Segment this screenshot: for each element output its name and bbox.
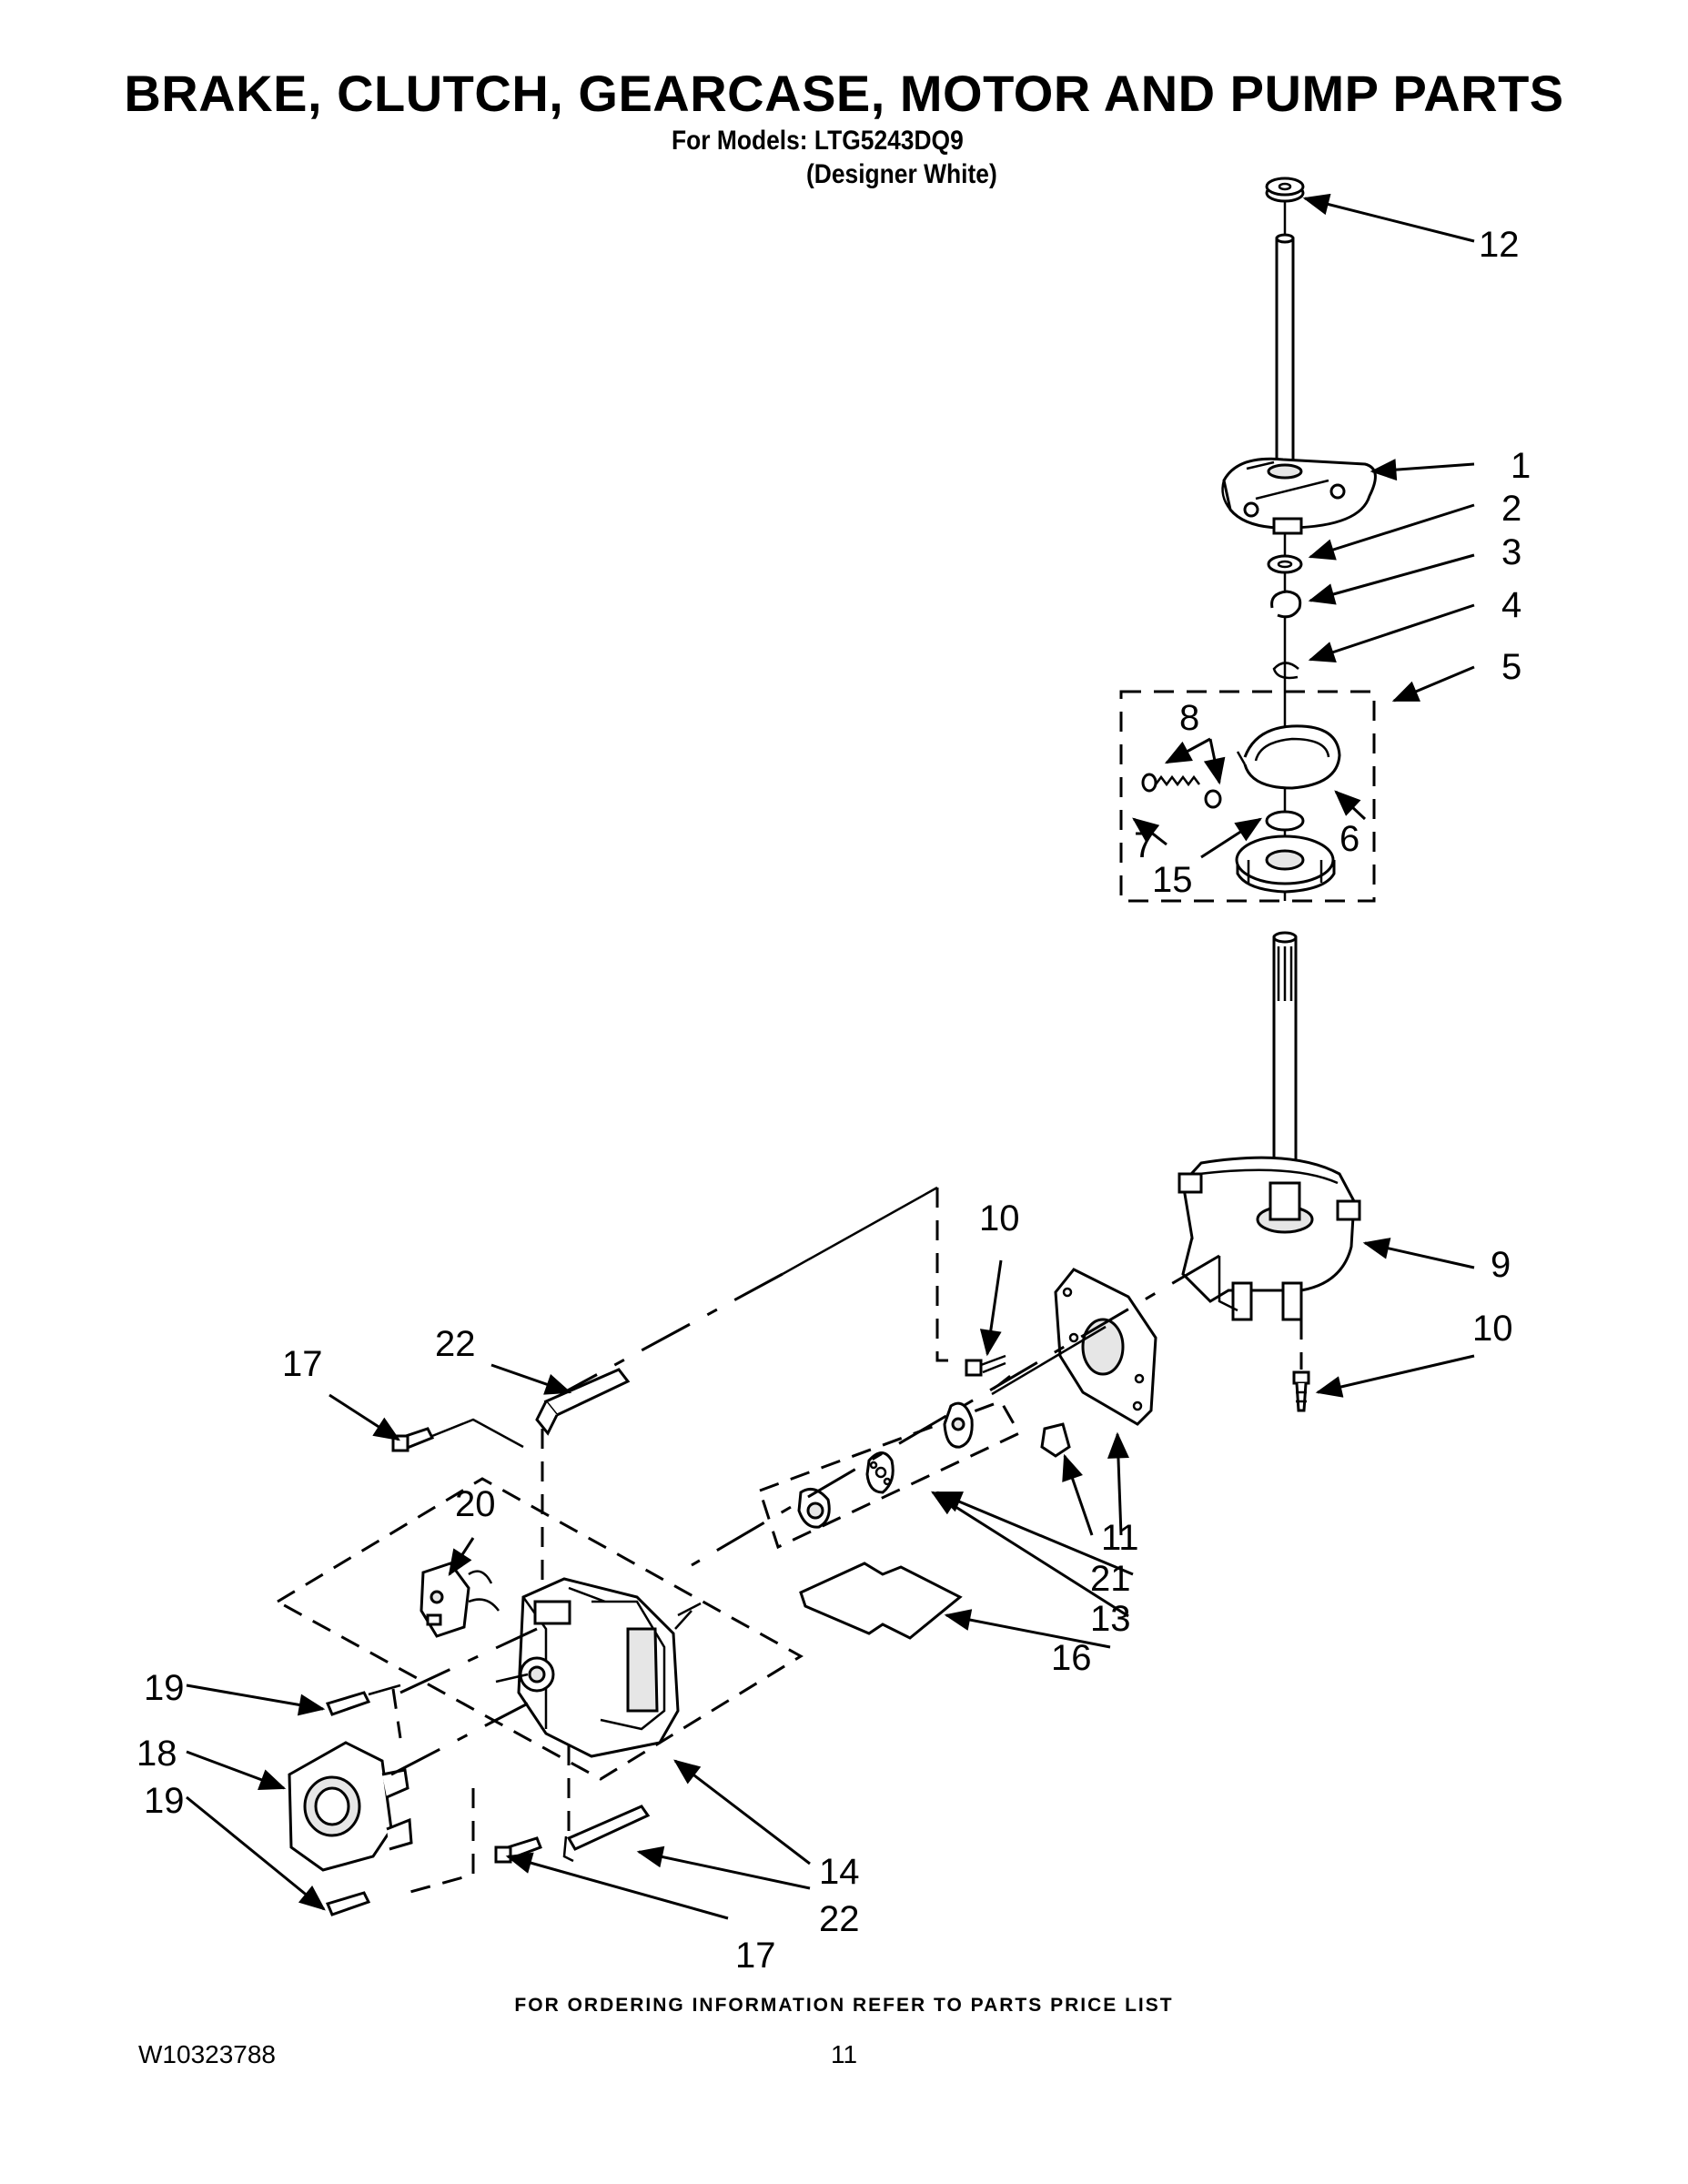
callout-6: 6 (1339, 819, 1359, 859)
leader-lines (186, 193, 1475, 1920)
clutch-hub (1235, 834, 1336, 894)
callout-10-upper: 10 (979, 1198, 1020, 1239)
part-10-screw-plate (965, 1354, 1006, 1377)
part-16-pad (799, 1562, 963, 1640)
upper-shaft (1275, 202, 1295, 468)
part-2-washer (1267, 554, 1303, 574)
part-18-pump-cover (288, 1741, 413, 1872)
callout-22-upper: 22 (435, 1324, 476, 1364)
splined-shaft (1272, 931, 1298, 1194)
callout-16: 16 (1051, 1638, 1092, 1678)
part-17-screw-upper (391, 1418, 524, 1452)
callout-4: 4 (1501, 585, 1521, 625)
callout-19-upper: 19 (144, 1668, 185, 1708)
part-1-brake-assembly (1221, 457, 1377, 535)
motor-shaft (495, 1602, 702, 1684)
part-22-clip-upper (535, 1368, 631, 1436)
models-line: For Models: LTG5243DQ9 (672, 126, 964, 156)
page-title: BRAKE, CLUTCH, GEARCASE, MOTOR AND PUMP … (124, 65, 1564, 122)
part-9-gearcase (1178, 1156, 1361, 1321)
wire-harness-route (563, 1186, 960, 1394)
part-6-clutch-band (1236, 724, 1341, 790)
part-20-switch (419, 1562, 500, 1638)
callout-7: 7 (1134, 825, 1154, 865)
callout-10-lower: 10 (1472, 1309, 1513, 1349)
callout-18: 18 (136, 1734, 177, 1774)
callout-8: 8 (1179, 698, 1199, 738)
callout-19-lower: 19 (144, 1781, 185, 1821)
ordering-note: FOR ORDERING INFORMATION REFER TO PARTS … (514, 1995, 1174, 2016)
part-19-clip-upper (325, 1684, 401, 1716)
part-4-retaining-ring (1272, 662, 1299, 680)
part-12-washer (1265, 177, 1305, 203)
callout-14: 14 (819, 1852, 860, 1892)
part-7-spring (1141, 773, 1222, 809)
pump-coupling (797, 1487, 831, 1529)
part-22-clip-lower (562, 1805, 651, 1863)
callout-3: 3 (1501, 532, 1521, 572)
callout-20: 20 (455, 1484, 496, 1524)
callout-11: 11 (1101, 1518, 1139, 1558)
part-13-impeller (943, 1401, 974, 1449)
part-21-pump-nut (1040, 1422, 1071, 1458)
part-15-clutch-collar (1265, 810, 1305, 832)
callout-13: 13 (1090, 1599, 1131, 1639)
callout-22-lower: 22 (819, 1899, 860, 1939)
part-5-clutch-box (1119, 690, 1376, 903)
callout-17-lower: 17 (735, 1936, 776, 1976)
callout-17-upper: 17 (282, 1344, 323, 1384)
page-number: 11 (830, 2040, 858, 2068)
callout-9: 9 (1491, 1245, 1511, 1285)
part-10-screw-gearcase (1292, 1370, 1310, 1412)
pump-rotor (865, 1451, 895, 1494)
part-14-motor-box (274, 1477, 804, 1781)
callout-15: 15 (1152, 860, 1193, 900)
part-3-clip (1270, 590, 1302, 619)
motor-body (517, 1577, 692, 1758)
document-number: W10323788 (138, 2040, 277, 2068)
variant-line: (Designer White) (806, 159, 997, 189)
callout-1: 1 (1511, 446, 1531, 486)
callout-numbers: 12 1 2 3 4 5 8 6 7 15 10 9 10 22 17 20 1… (136, 225, 1531, 1976)
callout-5: 5 (1501, 647, 1521, 687)
part-19-clip-lower (325, 1891, 371, 1916)
callout-2: 2 (1501, 489, 1521, 529)
callout-21: 21 (1090, 1559, 1131, 1599)
callout-12: 12 (1479, 225, 1520, 265)
